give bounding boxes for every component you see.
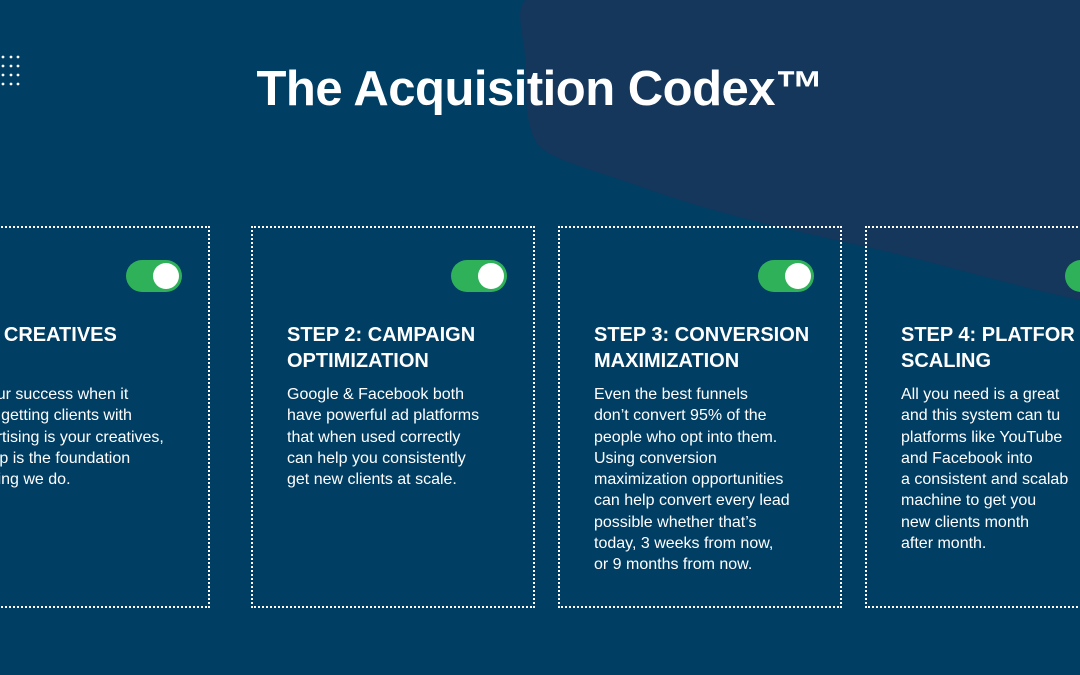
step-1-description: of your success when it es to getting cl… [0, 386, 164, 489]
step-card-2: STEP 2: CAMPAIGN OPTIMIZATION Google & F… [251, 226, 535, 608]
dots-decoration-icon [1, 55, 20, 86]
step-3-heading: STEP 3: CONVERSION MAXIMIZATION [594, 324, 810, 372]
step-1-toggle[interactable] [126, 260, 182, 292]
step-2-heading: STEP 2: CAMPAIGN OPTIMIZATION [287, 324, 476, 372]
step-card-1: P 1: CREATIVES of your success when it e… [0, 226, 210, 608]
step-card-4: STEP 4: PLATFOR SCALING All you need is … [865, 226, 1080, 608]
step-2-description: Google & Facebook both have powerful ad … [287, 386, 480, 489]
step-2-toggle[interactable] [451, 260, 507, 292]
toggle-knob [478, 263, 504, 289]
step-4-toggle[interactable] [1065, 260, 1080, 292]
step-4-description: All you need is a great and this system … [901, 386, 1069, 553]
step-3-toggle[interactable] [758, 260, 814, 292]
step-3-description: Even the best funnels don’t convert 95% … [594, 386, 790, 574]
step-card-3: STEP 3: CONVERSION MAXIMIZATION Even the… [558, 226, 842, 608]
toggle-knob [153, 263, 179, 289]
step-4-heading: STEP 4: PLATFOR SCALING [901, 324, 1075, 372]
toggle-knob [785, 263, 811, 289]
step-1-heading: P 1: CREATIVES [3, 324, 117, 346]
page-title: The Acquisition Codex™ [256, 62, 824, 116]
